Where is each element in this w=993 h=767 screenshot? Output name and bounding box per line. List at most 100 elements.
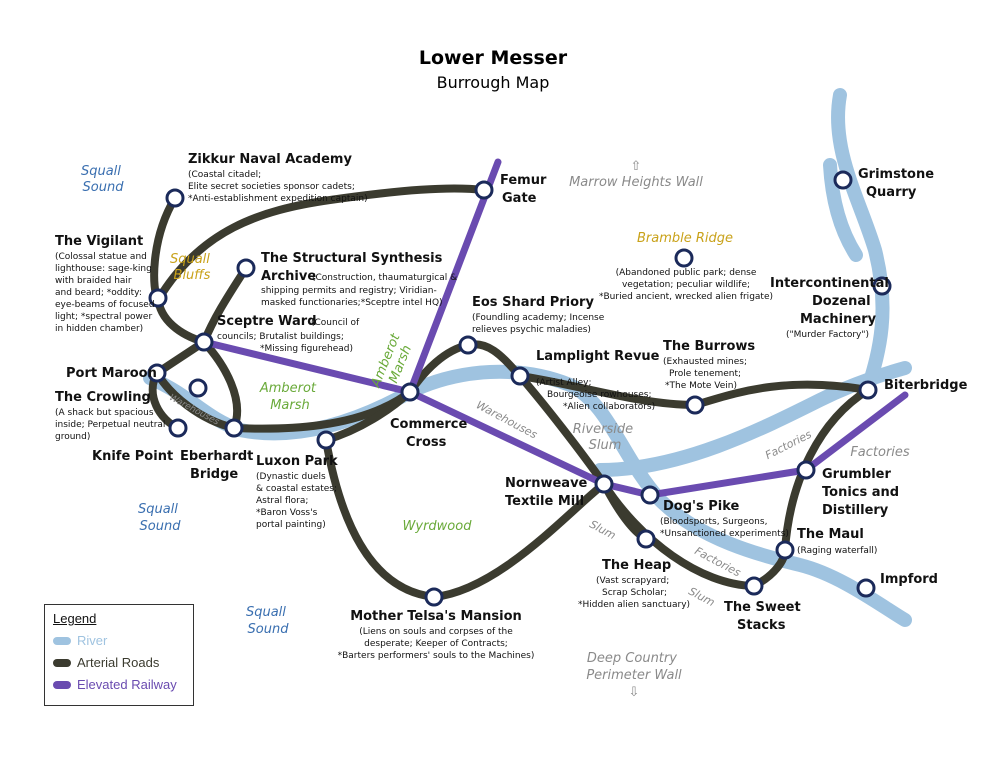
region-squall-sound-2: Squall Sound: [138, 502, 182, 534]
station-nornweave[interactable]: [594, 474, 614, 494]
label-telsa: Mother Telsa's Mansion: [350, 609, 522, 624]
desc-lamplight-2: Bourgeoise rowhouses;: [547, 390, 652, 400]
label-burrows: The Burrows: [663, 339, 755, 354]
label-biterbridge: Biterbridge: [884, 378, 968, 393]
map-subtitle: Burrough Map: [437, 73, 550, 92]
station-burrows[interactable]: [685, 395, 705, 415]
desc-heap-3: *Hidden alien sanctuary): [578, 600, 690, 610]
desc-vigilant-5: eye-beams of focused: [55, 300, 155, 310]
label-sweet-stacks-2: Stacks: [737, 618, 786, 633]
desc-eos-1: (Foundling academy; Incense: [472, 313, 605, 323]
desc-synthesis-2: masked functionaries;*Sceptre intel HQ): [261, 298, 443, 308]
desc-heap-2: Scrap Scholar;: [602, 588, 667, 598]
desc-intercontinental-1: ("Murder Factory"): [786, 330, 869, 340]
label-synthesis-2: Archive: [261, 269, 316, 284]
desc-zikkur-2: Elite secret societies sponsor cadets;: [188, 182, 355, 192]
region-squall-sound-3: Squall Sound: [246, 605, 290, 637]
region-amberot-marsh-2-line2: Marsh: [270, 398, 310, 413]
label-grumbler: Grumbler: [822, 467, 891, 482]
desc-bramble-2: vegetation; peculiar wildlife;: [622, 280, 750, 290]
road-luxon-telsa: [322, 436, 438, 601]
label-luxon: Luxon Park: [256, 454, 338, 469]
stations: [147, 170, 892, 607]
station-sceptre[interactable]: [194, 332, 214, 352]
station-bramble[interactable]: [674, 248, 694, 268]
region-deep-country-wall-line1: Deep Country: [587, 651, 677, 666]
station-synthesis[interactable]: [236, 258, 256, 278]
station-intercontinental[interactable]: [872, 276, 892, 296]
station-crowling[interactable]: [188, 378, 208, 398]
station-luxon[interactable]: [316, 430, 336, 450]
station-labels: Zikkur Naval Academy (Coastal citadel; E…: [55, 152, 968, 661]
station-commerce[interactable]: [400, 382, 420, 402]
road-lamplight-burrows: [516, 372, 699, 409]
desc-vigilant-2: lighthouse: sage-king: [55, 264, 152, 274]
station-femur[interactable]: [474, 180, 494, 200]
label-commerce-2: Cross: [406, 435, 447, 450]
station-grimstone[interactable]: [833, 170, 853, 190]
road-nornweave-sweet: [600, 480, 758, 590]
region-factories-east: Factories: [850, 445, 910, 460]
station-heap[interactable]: [636, 529, 656, 549]
legend-row-railway: Elevated Railway: [53, 677, 177, 692]
station-sweet-stacks[interactable]: [744, 576, 764, 596]
region-labels: Squall Sound Squall Bluffs Amberot Marsh…: [81, 159, 910, 700]
region-amberot-marsh: Amberot Marsh: [259, 381, 320, 413]
region-squall-bluffs: Squall Bluffs: [170, 252, 214, 283]
label-grimstone: Grimstone: [858, 167, 934, 182]
station-telsa[interactable]: [424, 587, 444, 607]
station-dogs-pike[interactable]: [640, 485, 660, 505]
desc-burrows-2: Prole tenement;: [669, 369, 741, 379]
label-intercontinental: Intercontinental: [770, 276, 889, 291]
label-crowling: The Crowling: [55, 390, 151, 405]
label-intercontinental-3: Machinery: [800, 312, 877, 327]
rail-grumbler-east: [802, 391, 909, 474]
station-eos[interactable]: [458, 335, 478, 355]
station-eberhardt[interactable]: [224, 418, 244, 438]
station-impford[interactable]: [856, 578, 876, 598]
label-nornweave: Nornweave: [505, 476, 588, 491]
label-dogs-pike: Dog's Pike: [663, 499, 740, 514]
region-riverside-slum-line2: Slum: [589, 438, 622, 453]
station-lamplight[interactable]: [510, 366, 530, 386]
label-port-maroon: Port Maroon: [66, 366, 157, 381]
desc-bramble-3: *Buried ancient, wrecked alien frigate): [599, 292, 773, 302]
desc-crowling-1: (A shack but spacious: [55, 408, 154, 418]
desc-eos-2: relieves psychic maladies): [472, 325, 591, 335]
label-grumbler-3: Distillery: [822, 503, 889, 518]
road-telsa-nornweave: [430, 480, 608, 601]
station-maul[interactable]: [775, 540, 795, 560]
legend-title: Legend: [53, 611, 97, 626]
region-squall-sound-2-line2: Sound: [140, 519, 182, 534]
north-arrow-icon: ⇧: [631, 159, 642, 174]
region-squall-sound-1-line2: Sound: [83, 180, 125, 195]
legend-row-roads: Arterial Roads: [53, 655, 159, 670]
legend-river-label: River: [77, 633, 108, 648]
legend: Legend River Arterial Roads Elevated Rai…: [44, 604, 194, 706]
label-vigilant: The Vigilant: [55, 234, 143, 249]
station-biterbridge[interactable]: [858, 380, 878, 400]
station-port-maroon[interactable]: [147, 363, 167, 383]
station-vigilant[interactable]: [148, 288, 168, 308]
label-grumbler-2: Tonics and: [822, 485, 899, 500]
station-zikkur[interactable]: [165, 188, 185, 208]
region-deep-country-wall: Deep Country Perimeter Wall: [586, 651, 682, 683]
desc-vigilant-6: light; *spectral power: [55, 312, 152, 322]
station-grumbler[interactable]: [796, 460, 816, 480]
region-squall-sound-1-line1: Squall: [81, 164, 121, 179]
station-knife-point[interactable]: [168, 418, 188, 438]
road-vigilant-sceptre: [154, 294, 208, 346]
desc-synthesis-inline: (Construction, thaumaturgical &: [312, 273, 457, 283]
desc-crowling-3: ground): [55, 432, 90, 442]
desc-zikkur-3: *Anti-establishment expedition captain): [188, 194, 368, 204]
label-knife-point: Knife Point: [92, 449, 173, 464]
desc-zikkur-1: (Coastal citadel;: [188, 170, 261, 180]
label-eos: Eos Shard Priory: [472, 295, 594, 310]
label-grimstone-2: Quarry: [866, 185, 917, 200]
road-swatch-icon: [53, 658, 71, 667]
desc-synthesis-1: shipping permits and registry; Viridian-: [261, 286, 437, 296]
region-riverside-slum-line1: Riverside: [573, 422, 633, 437]
label-eberhardt: Eberhardt: [180, 449, 253, 464]
desc-luxon-2: & coastal estates;: [256, 484, 337, 494]
region-wyrdwood: Wyrdwood: [403, 519, 473, 534]
